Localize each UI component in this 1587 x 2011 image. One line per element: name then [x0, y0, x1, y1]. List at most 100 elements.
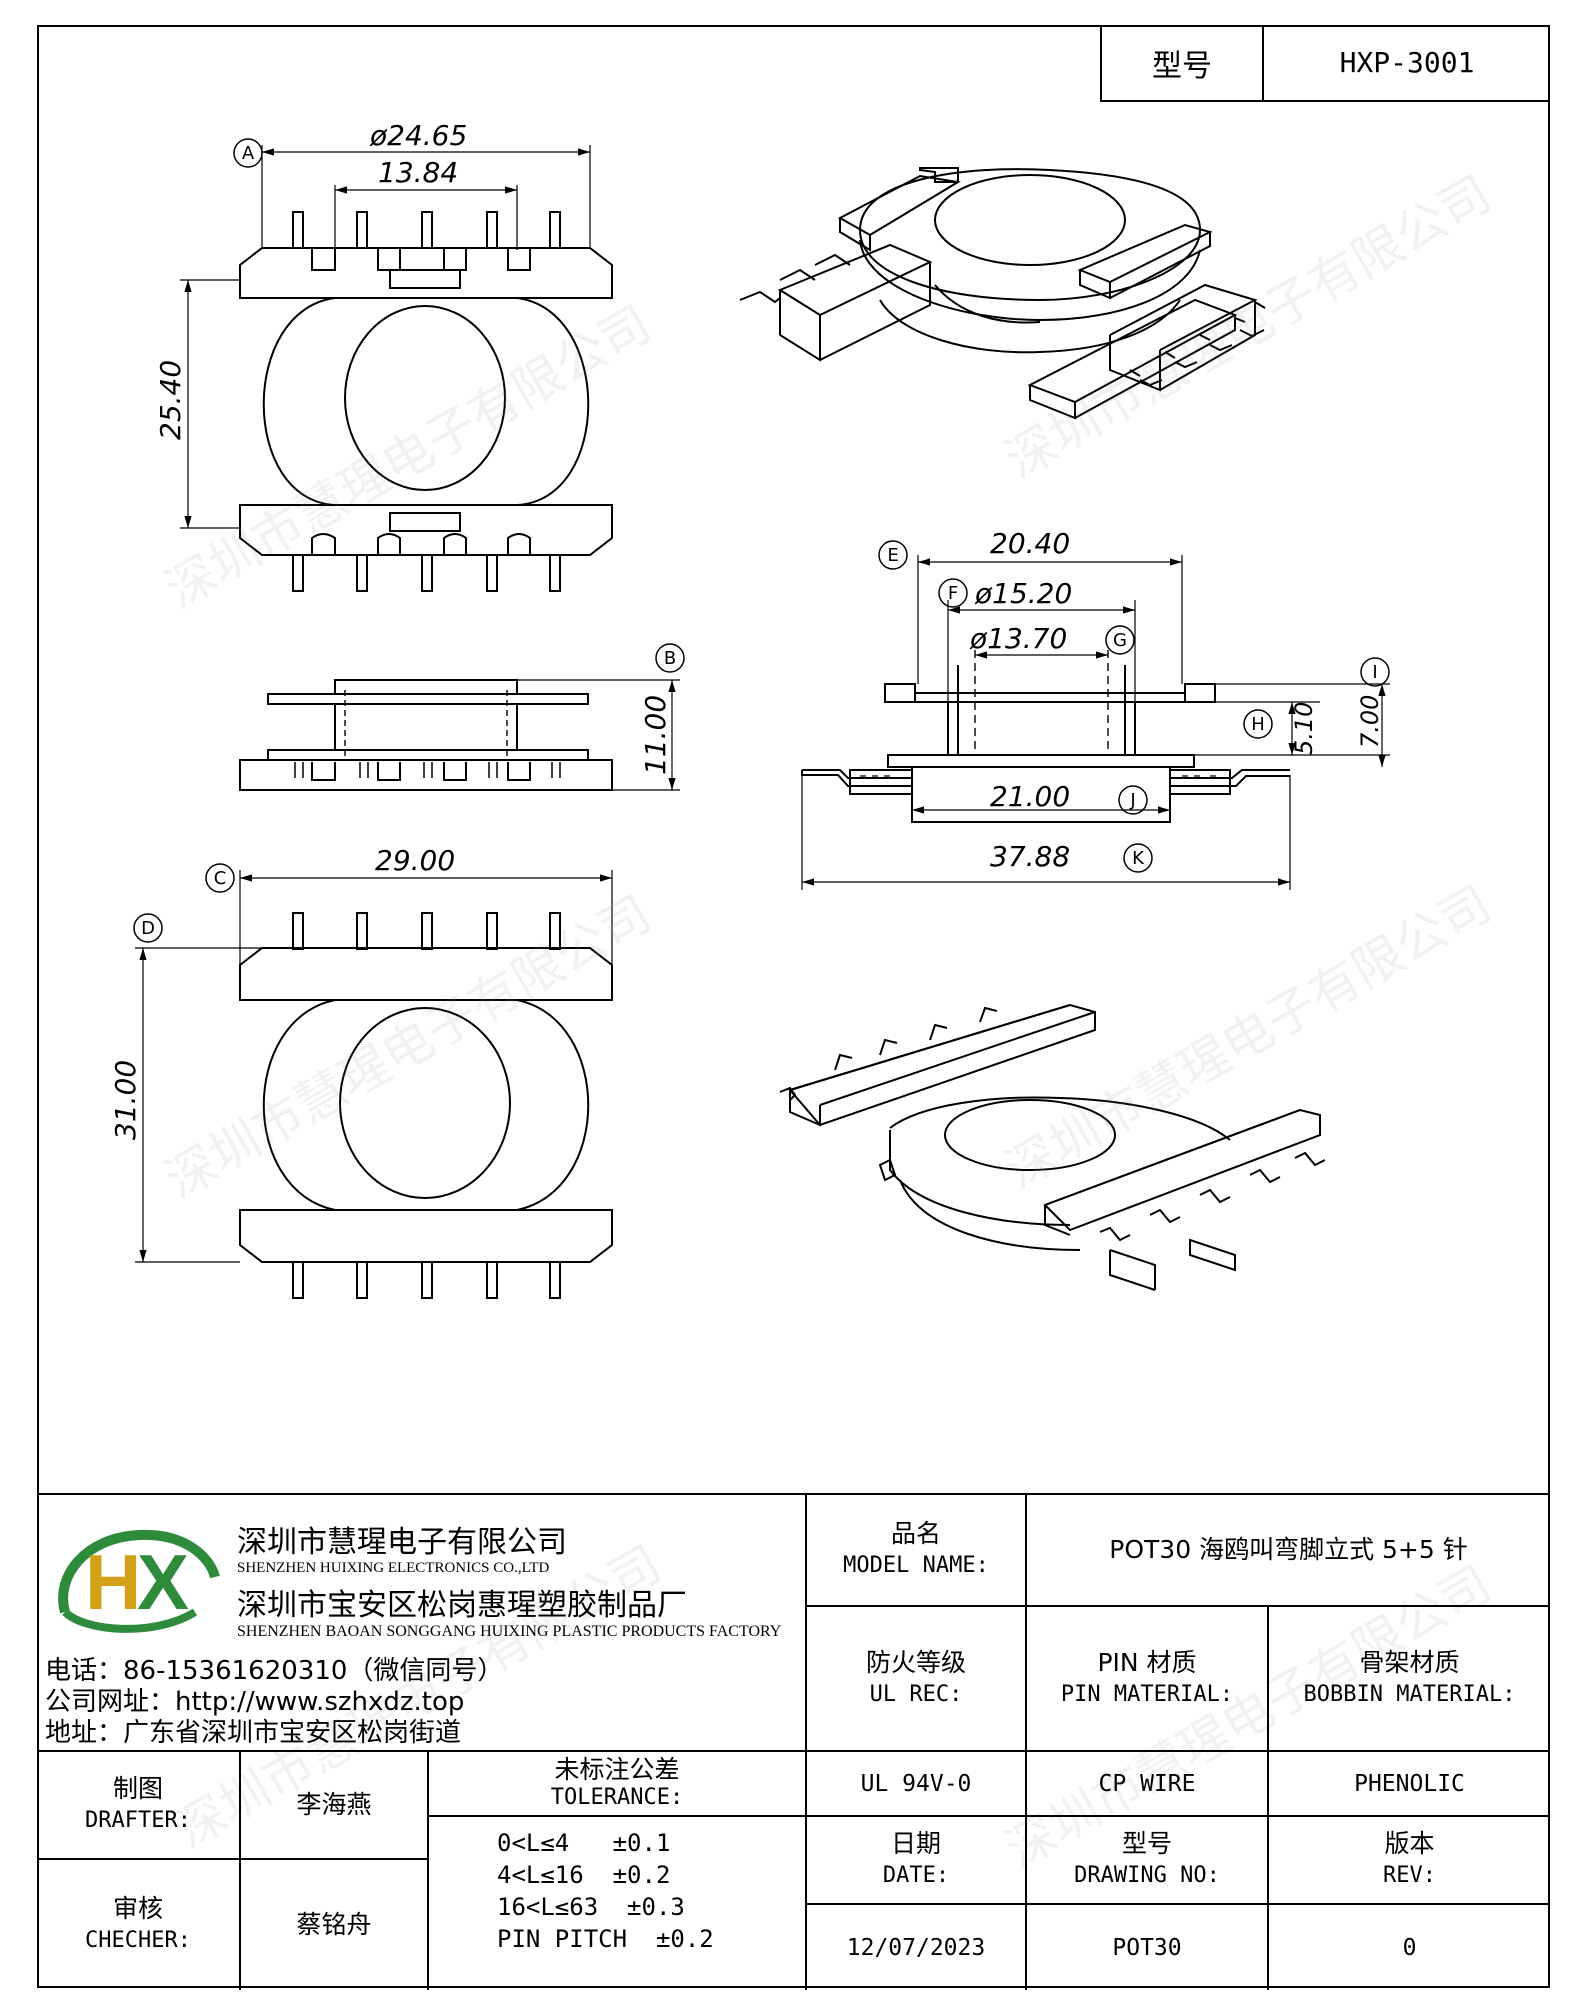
- tolerance-line: 0<L≤4 ±0.1: [497, 1829, 671, 1857]
- bobbin-material-text: PHENOLIC: [1354, 1770, 1465, 1797]
- company-area: H X 深圳市慧瑆电子有限公司 SHENZHEN HUIXING ELECTRO…: [37, 1495, 807, 1752]
- rev-cn: 版本: [1384, 1829, 1435, 1858]
- logo-h: H: [85, 1538, 141, 1626]
- factory-name-en: SHENZHEN BAOAN SONGGANG HUIXING PLASTIC …: [237, 1623, 782, 1640]
- date-label: 日期 DATE:: [807, 1817, 1027, 1905]
- checker-en: CHECHER:: [85, 1928, 191, 1953]
- dim-c-width: 29.00: [375, 844, 455, 877]
- header-model-label: 型号: [1102, 25, 1264, 100]
- drawing-no-text: POT30: [1112, 1934, 1182, 1961]
- fire-rating-label: 防火等级 UL REC:: [807, 1607, 1027, 1752]
- company-name-en: SHENZHEN HUIXING ELECTRONICS CO.,LTD: [237, 1560, 550, 1576]
- bobbin-material-cn: 骨架材质: [1359, 1647, 1460, 1677]
- marker-a: A: [242, 143, 255, 164]
- dim-a-height: 25.40: [154, 360, 187, 440]
- dim-d-height: 31.00: [109, 1060, 142, 1140]
- view-ek-section: [801, 540, 1390, 890]
- rev-value: 0: [1269, 1905, 1550, 1990]
- view-a-front: [180, 138, 613, 592]
- marker-i: I: [1372, 662, 1377, 683]
- company-phone: 电话：86-15361620310（微信同号）: [45, 1656, 504, 1686]
- tolerance-cn: 未标注公差: [554, 1754, 680, 1784]
- pin-material-cn: PIN 材质: [1097, 1647, 1197, 1677]
- pin-material-text: CP WIRE: [1098, 1770, 1196, 1797]
- fire-rating-value: UL 94V-0: [807, 1752, 1027, 1817]
- company-website: 公司网址：http://www.szhxdz.top: [45, 1687, 465, 1717]
- date-cn: 日期: [890, 1829, 941, 1858]
- drafter-cn: 制图: [112, 1774, 163, 1803]
- date-value: 12/07/2023: [807, 1905, 1027, 1990]
- marker-j: J: [1129, 790, 1135, 811]
- tolerance-label: 未标注公差 TOLERANCE:: [429, 1752, 807, 1817]
- drafter-value: 李海燕: [241, 1752, 429, 1860]
- drawing-no-cn: 型号: [1121, 1829, 1172, 1858]
- title-block: H X 深圳市慧瑆电子有限公司 SHENZHEN HUIXING ELECTRO…: [37, 1493, 1550, 1990]
- marker-c: C: [214, 868, 227, 889]
- bobbin-material-value: PHENOLIC: [1269, 1752, 1550, 1817]
- drafter-name: 李海燕: [296, 1790, 372, 1819]
- dim-a-inner: 13.84: [378, 156, 458, 189]
- checker-value: 蔡铭舟: [241, 1860, 429, 1990]
- date-text: 12/07/2023: [846, 1934, 986, 1961]
- iso-view-bottom: [779, 1003, 1326, 1291]
- tolerance-line: 4<L≤16 ±0.2: [497, 1861, 671, 1889]
- rev-text: 0: [1402, 1934, 1417, 1961]
- pin-material-value: CP WIRE: [1027, 1752, 1269, 1817]
- header-model-box: 型号 HXP-3001: [1100, 25, 1550, 102]
- tolerance-line: 16<L≤63 ±0.3: [497, 1893, 685, 1921]
- technical-drawing: ø24.65 13.84 25.40 11.00 29.00 31.00 20.…: [109, 119, 1390, 1299]
- marker-b: B: [664, 648, 676, 669]
- drawing-frame: [37, 25, 1550, 1988]
- dim-b-height: 11.00: [639, 695, 672, 775]
- checker-cn: 审核: [112, 1894, 163, 1923]
- tolerance-en: TOLERANCE:: [550, 1784, 684, 1810]
- pin-material-en: PIN MATERIAL:: [1060, 1681, 1234, 1707]
- tolerance-line: PIN PITCH ±0.2: [497, 1925, 714, 1953]
- marker-e: E: [887, 545, 898, 566]
- company-address: 地址：广东省深圳市宝安区松岗街道: [45, 1718, 462, 1748]
- drafter-label: 制图 DRAFTER:: [37, 1752, 241, 1860]
- rev-label: 版本 REV:: [1269, 1817, 1550, 1905]
- marker-f: F: [948, 583, 958, 604]
- checker-label: 审核 CHECHER:: [37, 1860, 241, 1990]
- model-name-text: POT30 海鸥叫弯脚立式 5+5 针: [1109, 1535, 1468, 1564]
- dim-g-dia: ø13.70: [969, 622, 1067, 655]
- bobbin-material-en: BOBBIN MATERIAL:: [1303, 1681, 1516, 1707]
- model-name-value: POT30 海鸥叫弯脚立式 5+5 针: [1027, 1495, 1550, 1607]
- view-b-side: [239, 643, 685, 791]
- tolerance-table: 0<L≤4 ±0.1 4<L≤16 ±0.2 16<L≤63 ±0.3 PIN …: [429, 1817, 807, 1990]
- model-name-cn: 品名: [890, 1519, 941, 1548]
- dim-f-dia: ø15.20: [974, 577, 1072, 610]
- fire-rating-text: UL 94V-0: [860, 1770, 972, 1797]
- bobbin-material-label: 骨架材质 BOBBIN MATERIAL:: [1269, 1607, 1550, 1752]
- model-name-en: MODEL NAME:: [843, 1553, 989, 1578]
- drafter-en: DRAFTER:: [85, 1808, 191, 1833]
- iso-view-top: [739, 167, 1266, 420]
- logo-x: X: [137, 1538, 189, 1626]
- dim-i-height: 7.00: [1356, 695, 1384, 748]
- dim-e-width: 20.40: [990, 527, 1070, 560]
- fire-rating-cn: 防火等级: [865, 1647, 966, 1677]
- marker-g: G: [1113, 630, 1127, 651]
- factory-name-cn: 深圳市宝安区松岗惠瑆塑胶制品厂: [237, 1588, 687, 1623]
- dim-a-dia: ø24.65: [369, 119, 467, 152]
- model-name-label: 品名 MODEL NAME:: [807, 1495, 1027, 1607]
- dim-j-width: 21.00: [990, 780, 1070, 813]
- drawing-no-label: 型号 DRAWING NO:: [1027, 1817, 1269, 1905]
- marker-k: K: [1132, 848, 1145, 869]
- pin-material-label: PIN 材质 PIN MATERIAL:: [1027, 1607, 1269, 1752]
- rev-en: REV:: [1383, 1863, 1436, 1888]
- drawing-no-value: POT30: [1027, 1905, 1269, 1990]
- company-logo: H X: [58, 1529, 220, 1633]
- checker-name: 蔡铭舟: [296, 1910, 372, 1939]
- date-en: DATE:: [882, 1863, 950, 1888]
- fire-rating-en: UL REC:: [869, 1681, 963, 1707]
- dim-h-height: 5.10: [1290, 702, 1318, 755]
- header-model-value: HXP-3001: [1339, 46, 1475, 79]
- marker-d: D: [141, 918, 155, 939]
- view-cd-front: [133, 863, 613, 1299]
- drawing-no-en: DRAWING NO:: [1074, 1863, 1220, 1888]
- marker-h: H: [1251, 714, 1265, 735]
- dim-k-width: 37.88: [990, 840, 1070, 873]
- company-name-cn: 深圳市慧瑆电子有限公司: [237, 1525, 567, 1560]
